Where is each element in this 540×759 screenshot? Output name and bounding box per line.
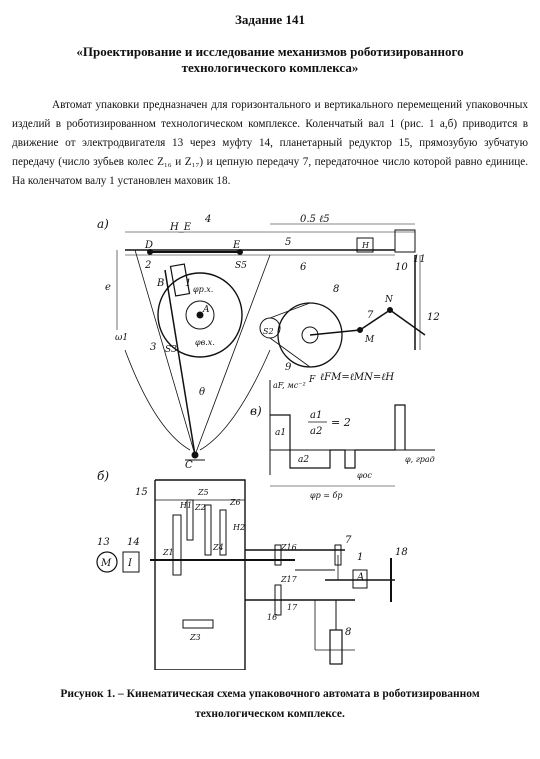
label-theta: θ (199, 387, 205, 398)
label-z1: Z1 (162, 548, 174, 557)
label-7b: 7 (345, 535, 352, 546)
point-F: F (308, 375, 316, 385)
figure-caption: Рисунок 1. – Кинематическая схема упаков… (40, 684, 500, 724)
label-z2: Z2 (194, 503, 206, 512)
label-H2: H2 (232, 523, 245, 532)
label-e: e (105, 282, 111, 293)
label-11: 11 (413, 254, 426, 265)
label-8b: 8 (345, 627, 351, 638)
label-8: 8 (333, 284, 339, 295)
label-ratio-val: = 2 (331, 416, 351, 429)
point-M: M (364, 335, 375, 345)
label-2: 2 (144, 260, 151, 271)
label-7: 7 (367, 310, 374, 321)
task-heading: Задание 141 (235, 12, 305, 27)
label-A: A (356, 572, 364, 583)
label-14: 14 (127, 537, 140, 548)
label-a2: a2 (298, 455, 309, 465)
label-12: 12 (427, 312, 440, 323)
label-18: 18 (395, 547, 408, 558)
label-z4: Z4 (212, 543, 224, 552)
label-z6: Z6 (229, 498, 241, 507)
label-10: 10 (395, 262, 408, 273)
document-title: «Проектирование и исследование механизмо… (30, 44, 510, 76)
label-a1: a1 (275, 428, 286, 438)
label-1b: 1 (357, 552, 363, 563)
label-H: H (361, 241, 370, 250)
label-S2: S2 (263, 327, 274, 336)
point-E: E (232, 240, 241, 251)
point-C: C (185, 460, 193, 471)
label-ratio-b: a2 (310, 426, 322, 437)
label-6: 6 (300, 262, 307, 273)
point-B: B (156, 278, 164, 289)
point-A: A (202, 305, 210, 315)
label-M: M (100, 558, 112, 569)
label-H-E: H_E (169, 222, 192, 233)
label-ratio-a: a1 (310, 410, 322, 421)
label-S5: S5 (235, 261, 247, 271)
label-15: 15 (135, 487, 148, 498)
label-5: 5 (285, 237, 291, 248)
label-a: а) (97, 217, 109, 231)
caption-line-2: технологическом комплексе. (195, 708, 345, 720)
title-line-2: технологического комплекса» (181, 60, 359, 75)
label-phi-px: φр.х. (193, 285, 213, 294)
label-phi-p: φр = бр (310, 491, 343, 500)
label-phi-axis: φ, град (405, 455, 435, 464)
label-H1: H1 (179, 501, 192, 510)
point-D: D (144, 240, 153, 251)
label-z3: Z3 (189, 633, 201, 642)
label-dim-top: 0.5 ℓ5 (300, 214, 330, 225)
label-9: 9 (285, 362, 292, 373)
label-1: 1 (185, 278, 191, 289)
label-z16: Z16 (280, 543, 297, 552)
label-13: 13 (97, 537, 110, 548)
caption-line-1: Рисунок 1. – Кинематическая схема упаков… (60, 688, 480, 700)
label-I: I (127, 558, 133, 569)
label-lengths: ℓFM=ℓMN=ℓH (320, 372, 394, 383)
label-v: в) (250, 404, 262, 418)
label-aF: aF, мс⁻² (273, 381, 306, 390)
label-omega: ω1 (115, 333, 128, 343)
label-z5: Z5 (197, 488, 209, 497)
title-line-1: «Проектирование и исследование механизмо… (76, 44, 464, 59)
label-b: б) (97, 469, 109, 483)
label-phi-vx: φв.х. (195, 338, 215, 347)
label-3: 3 (150, 342, 156, 353)
kinematic-scheme-figure: а) H_E 0.5 ℓ5 4 5 6 D E S5 H e A φр.х. φ… (96, 214, 440, 670)
label-S3: S3 (165, 345, 177, 355)
point-N: N (384, 295, 394, 305)
description-paragraph: Автомат упаковки предназначен для горизо… (12, 99, 528, 187)
label-4: 4 (204, 214, 211, 225)
label-17: 17 (287, 603, 298, 612)
label-16: 16 (267, 613, 277, 622)
label-phi-oc: φос (357, 471, 372, 480)
label-z17: Z17 (280, 575, 298, 584)
